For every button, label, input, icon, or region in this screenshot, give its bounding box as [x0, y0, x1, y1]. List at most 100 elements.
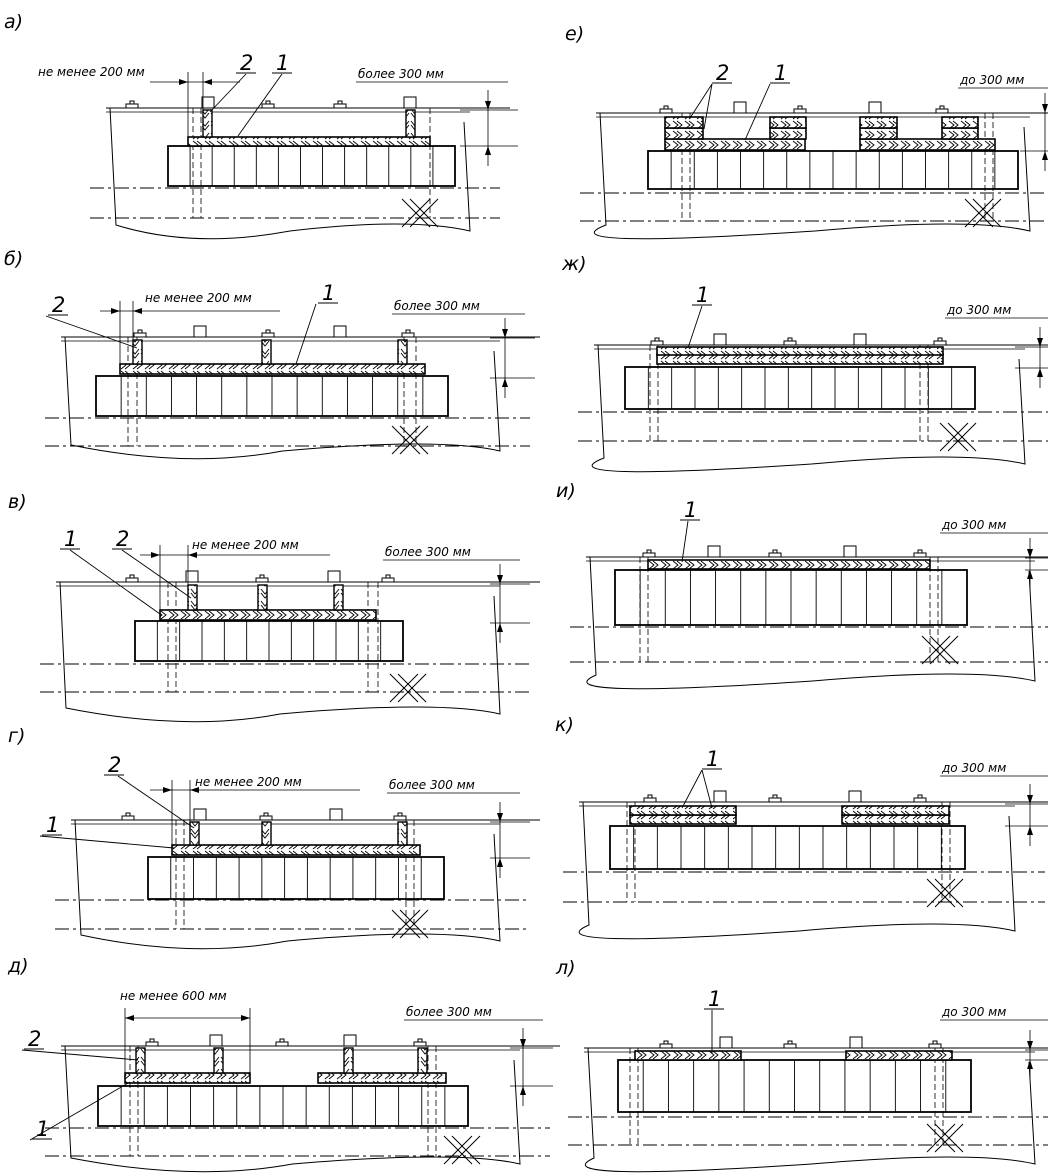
panel-letter: е)	[565, 23, 584, 45]
elastic-pad	[769, 127, 807, 140]
vertical-pad	[202, 109, 213, 138]
callout-number: 2	[116, 527, 129, 551]
dim-arrow	[520, 1086, 526, 1095]
dim-arrow	[111, 308, 120, 314]
rail-stud	[843, 545, 857, 558]
sleeper-block	[624, 366, 976, 410]
callout-1: 1	[687, 283, 712, 349]
dim-arrow	[1027, 549, 1033, 558]
dim-spacing-label: не менее 200 мм	[38, 65, 145, 79]
callout-2: 2	[104, 753, 195, 829]
rail-fastener	[933, 337, 947, 346]
rail-fastener	[333, 100, 347, 109]
elastic-pad	[664, 116, 704, 129]
dim-height-label: до 300 мм	[946, 303, 1011, 317]
elastic-pad	[859, 138, 996, 151]
dim-arrow	[179, 79, 188, 85]
slab-outline	[74, 819, 501, 950]
callout-1: 1	[681, 747, 722, 809]
dim-arrow	[1027, 795, 1033, 804]
panel-k: к)до 300 мм1	[555, 714, 1048, 940]
callout-2: 2	[21, 1027, 139, 1061]
rail-stud	[209, 1034, 223, 1047]
callout-number: 2	[28, 1027, 41, 1051]
vertical-pad	[261, 339, 272, 365]
vertical-pad	[257, 584, 268, 611]
elastic-pad	[629, 814, 737, 825]
dim-height-label: до 300 мм	[941, 761, 1006, 775]
dim-arrow	[190, 787, 199, 793]
sleeper-block	[609, 825, 966, 870]
rail-stud	[719, 1036, 733, 1049]
dim-arrow	[502, 378, 508, 387]
rail-fastener	[643, 794, 657, 803]
elastic-pad	[187, 136, 431, 147]
crosshatch-mark	[921, 635, 959, 665]
dim-spacing-label: не менее 600 мм	[120, 989, 227, 1003]
panel-letter: д)	[7, 955, 29, 977]
rail-fastener	[275, 1038, 289, 1047]
dim-arrow	[497, 623, 503, 632]
panel-letter: ж)	[561, 253, 587, 275]
dim-spacing-label: не менее 200 мм	[195, 775, 302, 789]
leader-line	[45, 315, 138, 349]
crosshatch-mark	[939, 422, 977, 452]
sleeper-block	[147, 856, 445, 900]
rail-stud	[849, 1036, 863, 1049]
panel-letter: и)	[556, 480, 576, 502]
dim-height-label: более 300 мм	[394, 299, 480, 313]
dim-arrow	[497, 858, 503, 867]
callout-number: 1	[276, 51, 289, 75]
rail-fastener	[650, 337, 664, 346]
dim-arrow	[497, 575, 503, 584]
callout-number: 1	[64, 527, 77, 551]
dim-arrow	[133, 308, 142, 314]
panel-l: л)до 300 мм1	[555, 957, 1048, 1173]
callout-number: 1	[708, 987, 721, 1011]
crosshatch-mark	[389, 673, 427, 703]
rail-fastener	[261, 100, 275, 109]
panel-letter: г)	[8, 725, 25, 747]
callout-1: 1	[680, 498, 700, 563]
rail-stud	[193, 325, 207, 338]
rail-stud	[329, 808, 343, 821]
rail-fastener	[913, 549, 927, 558]
elastic-pad	[841, 805, 950, 816]
dim-arrow	[1037, 368, 1043, 377]
dim-arrow	[125, 1015, 134, 1021]
slab-outline	[59, 581, 501, 723]
rail-stud	[713, 790, 727, 803]
dim-arrow	[502, 329, 508, 338]
panel-letter: в)	[8, 491, 27, 513]
leader-line	[744, 83, 771, 141]
rail-fastener	[768, 549, 782, 558]
leader-line	[687, 305, 703, 349]
crosshatch-mark	[443, 1135, 481, 1165]
slab-outline	[584, 1047, 1036, 1173]
rail-fastener	[259, 812, 273, 821]
slab-outline	[64, 1045, 521, 1173]
rail-fastener	[913, 794, 927, 803]
callout-number: 2	[240, 51, 253, 75]
rail-fastener	[133, 329, 147, 338]
elastic-pad	[845, 1050, 953, 1061]
rail-fastener	[381, 574, 395, 583]
elastic-pad	[634, 1050, 742, 1061]
dim-arrow	[1027, 826, 1033, 835]
leader-line	[701, 769, 713, 809]
leader-line	[681, 769, 703, 809]
crosshatch-mark	[926, 878, 964, 908]
slab-outline	[578, 801, 1016, 940]
crosshatch-mark	[391, 909, 429, 939]
vertical-pad	[187, 584, 198, 611]
rail-fastener	[125, 574, 139, 583]
callout-number: 1	[696, 283, 709, 307]
elastic-pad	[664, 138, 806, 151]
slab-outline	[586, 556, 1036, 690]
elastic-pad	[159, 609, 377, 621]
dim-spacing-label: не менее 200 мм	[145, 291, 252, 305]
dim-arrow	[241, 1015, 250, 1021]
rail-stud	[848, 790, 862, 803]
vertical-pad	[343, 1047, 354, 1074]
